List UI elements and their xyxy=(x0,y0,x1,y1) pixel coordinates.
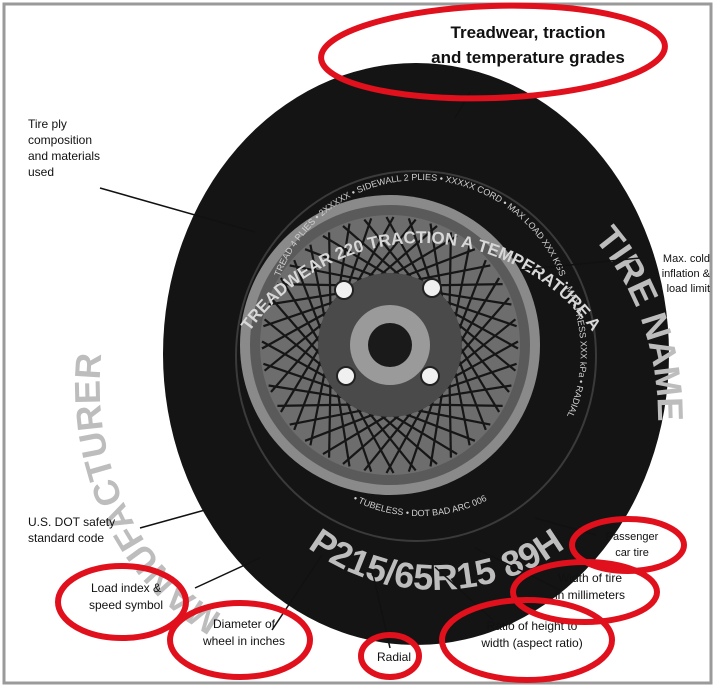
label-radial-line: Radial xyxy=(377,650,411,664)
label-ply-line: composition xyxy=(28,133,92,147)
label-grades-line: and temperature grades xyxy=(431,48,625,67)
lug-nut xyxy=(421,367,439,385)
label-ratio-line: width (aspect ratio) xyxy=(480,636,582,650)
label-ply: Tire ply composition and materials used xyxy=(28,117,100,179)
label-diameter: Diameter of wheel in inches xyxy=(202,617,285,648)
label-passenger-line: car tire xyxy=(615,547,649,559)
label-max-cold-line: inflation & xyxy=(662,268,711,280)
label-load-index-line: speed symbol xyxy=(89,598,163,612)
label-grades-line: Treadwear, traction xyxy=(451,23,606,42)
wheel-center-bore xyxy=(368,323,412,367)
label-diameter-line: wheel in inches xyxy=(202,634,285,648)
label-diameter-line: Diameter of xyxy=(213,617,276,631)
label-passenger: Passenger car tire xyxy=(606,531,659,559)
label-max-cold-line: load limit xyxy=(667,283,710,295)
label-radial: Radial xyxy=(377,650,411,664)
label-ply-line: Tire ply xyxy=(28,117,67,131)
label-max-cold-line: Max. cold xyxy=(663,253,710,265)
lug-nut xyxy=(337,367,355,385)
lug-nut xyxy=(423,279,441,297)
label-dot-line: standard code xyxy=(28,531,104,545)
leader-line xyxy=(140,510,205,528)
lug-nut xyxy=(335,281,353,299)
label-dot-line: U.S. DOT safety xyxy=(28,515,115,529)
label-width-line: in millimeters xyxy=(555,588,625,602)
label-ply-line: used xyxy=(28,165,54,179)
label-ply-line: and materials xyxy=(28,149,100,163)
label-max-cold: Max. cold inflation & load limit xyxy=(662,253,711,295)
label-grades: Treadwear, traction and temperature grad… xyxy=(431,23,625,67)
label-load-index-line: Load index & xyxy=(91,581,161,595)
label-passenger-line: Passenger xyxy=(606,531,659,543)
